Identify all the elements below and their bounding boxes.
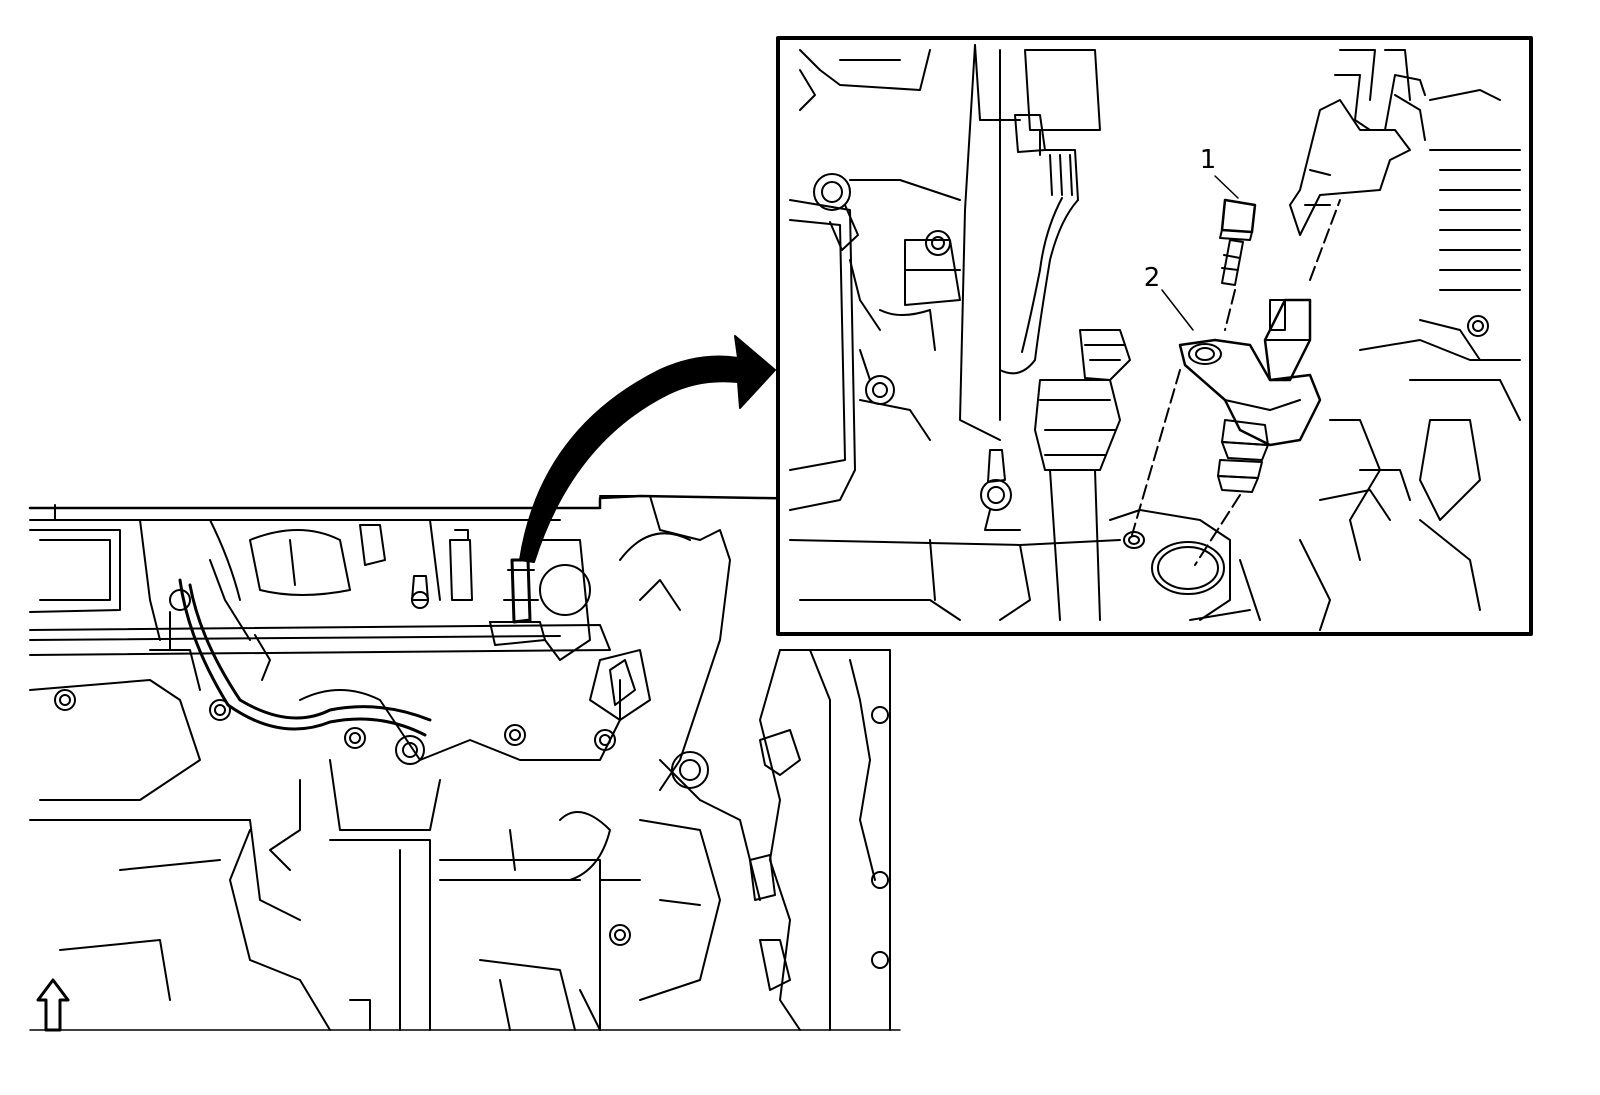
engine-overview (28, 494, 902, 1031)
callout-label-2: 2 (1144, 263, 1161, 293)
up-arrow-icon (36, 978, 70, 1032)
zoom-callout-arrow (519, 335, 776, 563)
detail-inset: 1 2 (776, 36, 1533, 636)
callout-label-1: 1 (1200, 145, 1217, 175)
